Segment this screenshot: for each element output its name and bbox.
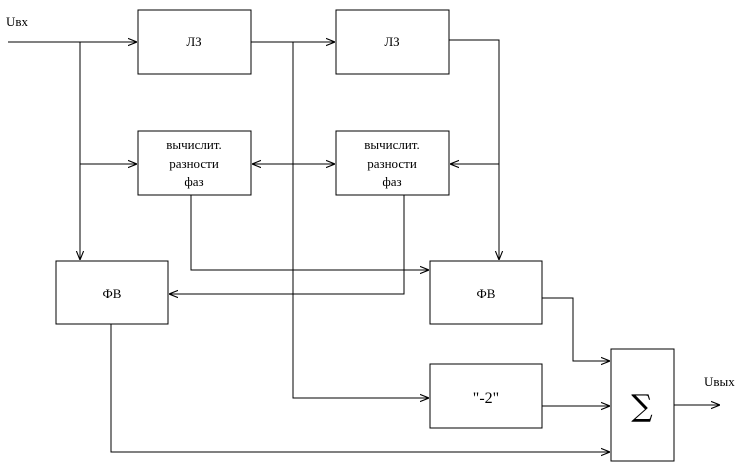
phase-calc-1-line-3: фаз <box>184 174 203 189</box>
phase-shifter-2-label: ФВ <box>477 286 496 301</box>
wire-phase-calc2-to-phase-shifter1 <box>169 195 405 294</box>
wire-phase-shifter1-to-summer <box>110 324 610 452</box>
wire-phase-shifter2-to-summer <box>542 297 610 361</box>
output-signal-label: Uвых <box>704 374 735 389</box>
summer-block: ∑ <box>610 348 675 462</box>
wire-delay1-to-multiplier <box>292 42 429 398</box>
delay-line-2-block: ЛЗ <box>335 9 450 75</box>
phase-calc-2-line-1: вычислит. <box>364 137 420 152</box>
delay-line-2-label: ЛЗ <box>384 34 399 49</box>
multiplier-block: "-2" <box>429 363 543 429</box>
phase-calc-2-line-2: разности <box>367 156 417 171</box>
summation-symbol: ∑ <box>631 389 653 424</box>
input-signal-label: Uвх <box>6 14 29 29</box>
phase-calc-1-line-2: разности <box>169 156 219 171</box>
phase-shifter-1-label: ФВ <box>103 286 122 301</box>
wire-phase-calc1-to-phase-shifter2 <box>190 195 429 270</box>
delay-line-1-block: ЛЗ <box>137 9 252 75</box>
phase-shifter-1-block: ФВ <box>55 260 169 325</box>
phase-difference-calc-1-block: вычислит. разности фаз <box>137 130 252 196</box>
phase-calc-2-line-3: фаз <box>382 174 401 189</box>
phase-difference-calc-2-block: вычислит. разности фаз <box>335 130 450 196</box>
delay-line-1-label: ЛЗ <box>186 34 201 49</box>
phase-shifter-2-block: ФВ <box>429 260 543 325</box>
multiplier-label: "-2" <box>473 390 499 407</box>
wire-delay2-to-phase-shifter2 <box>449 39 499 260</box>
phase-calc-1-line-1: вычислит. <box>166 137 222 152</box>
